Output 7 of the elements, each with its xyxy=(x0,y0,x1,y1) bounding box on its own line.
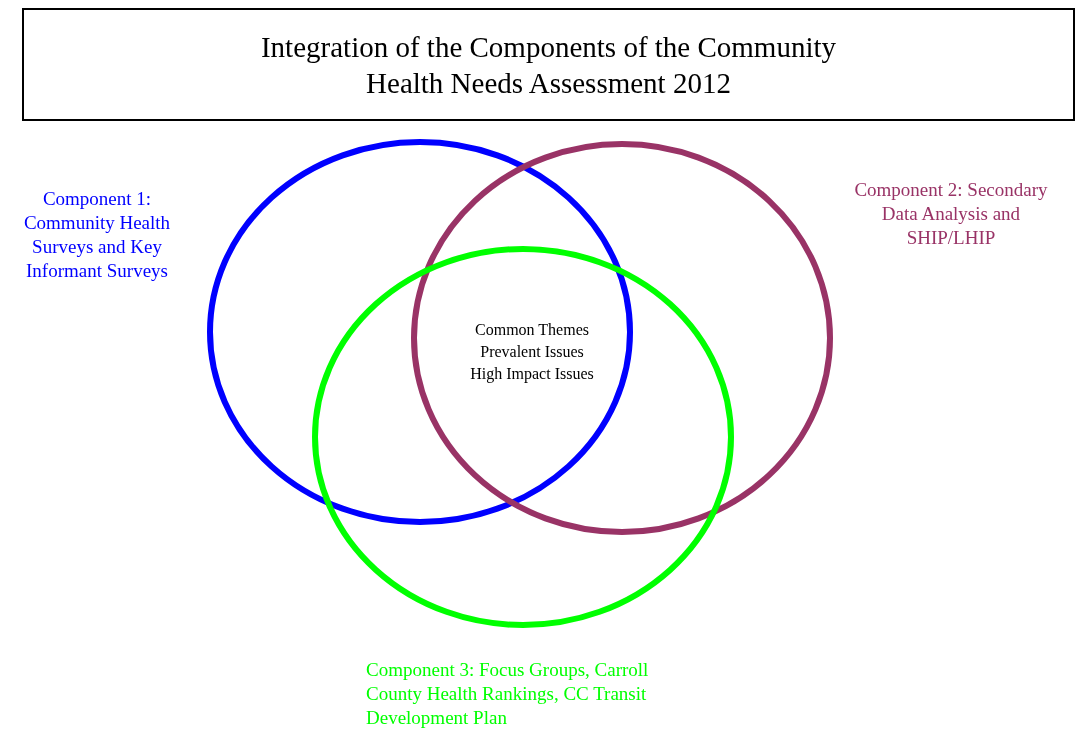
center-label: Prevalent Issues xyxy=(480,342,584,362)
title: Integration of the Components of the Community Health Needs Assessment 2012 xyxy=(259,29,838,101)
component-label: Component 2: Secondary Data Analysis and SHIP/LHIP xyxy=(853,178,1049,250)
component-label: Component 1: Community Health Surveys and Key Informant Surveys xyxy=(22,187,172,283)
component-label: Component 3: Focus Groups, Carroll County Health Rankings, CC Transit Development Plan xyxy=(366,658,650,730)
center-label: Common Themes xyxy=(475,320,589,340)
center-label: High Impact Issues xyxy=(470,364,594,384)
